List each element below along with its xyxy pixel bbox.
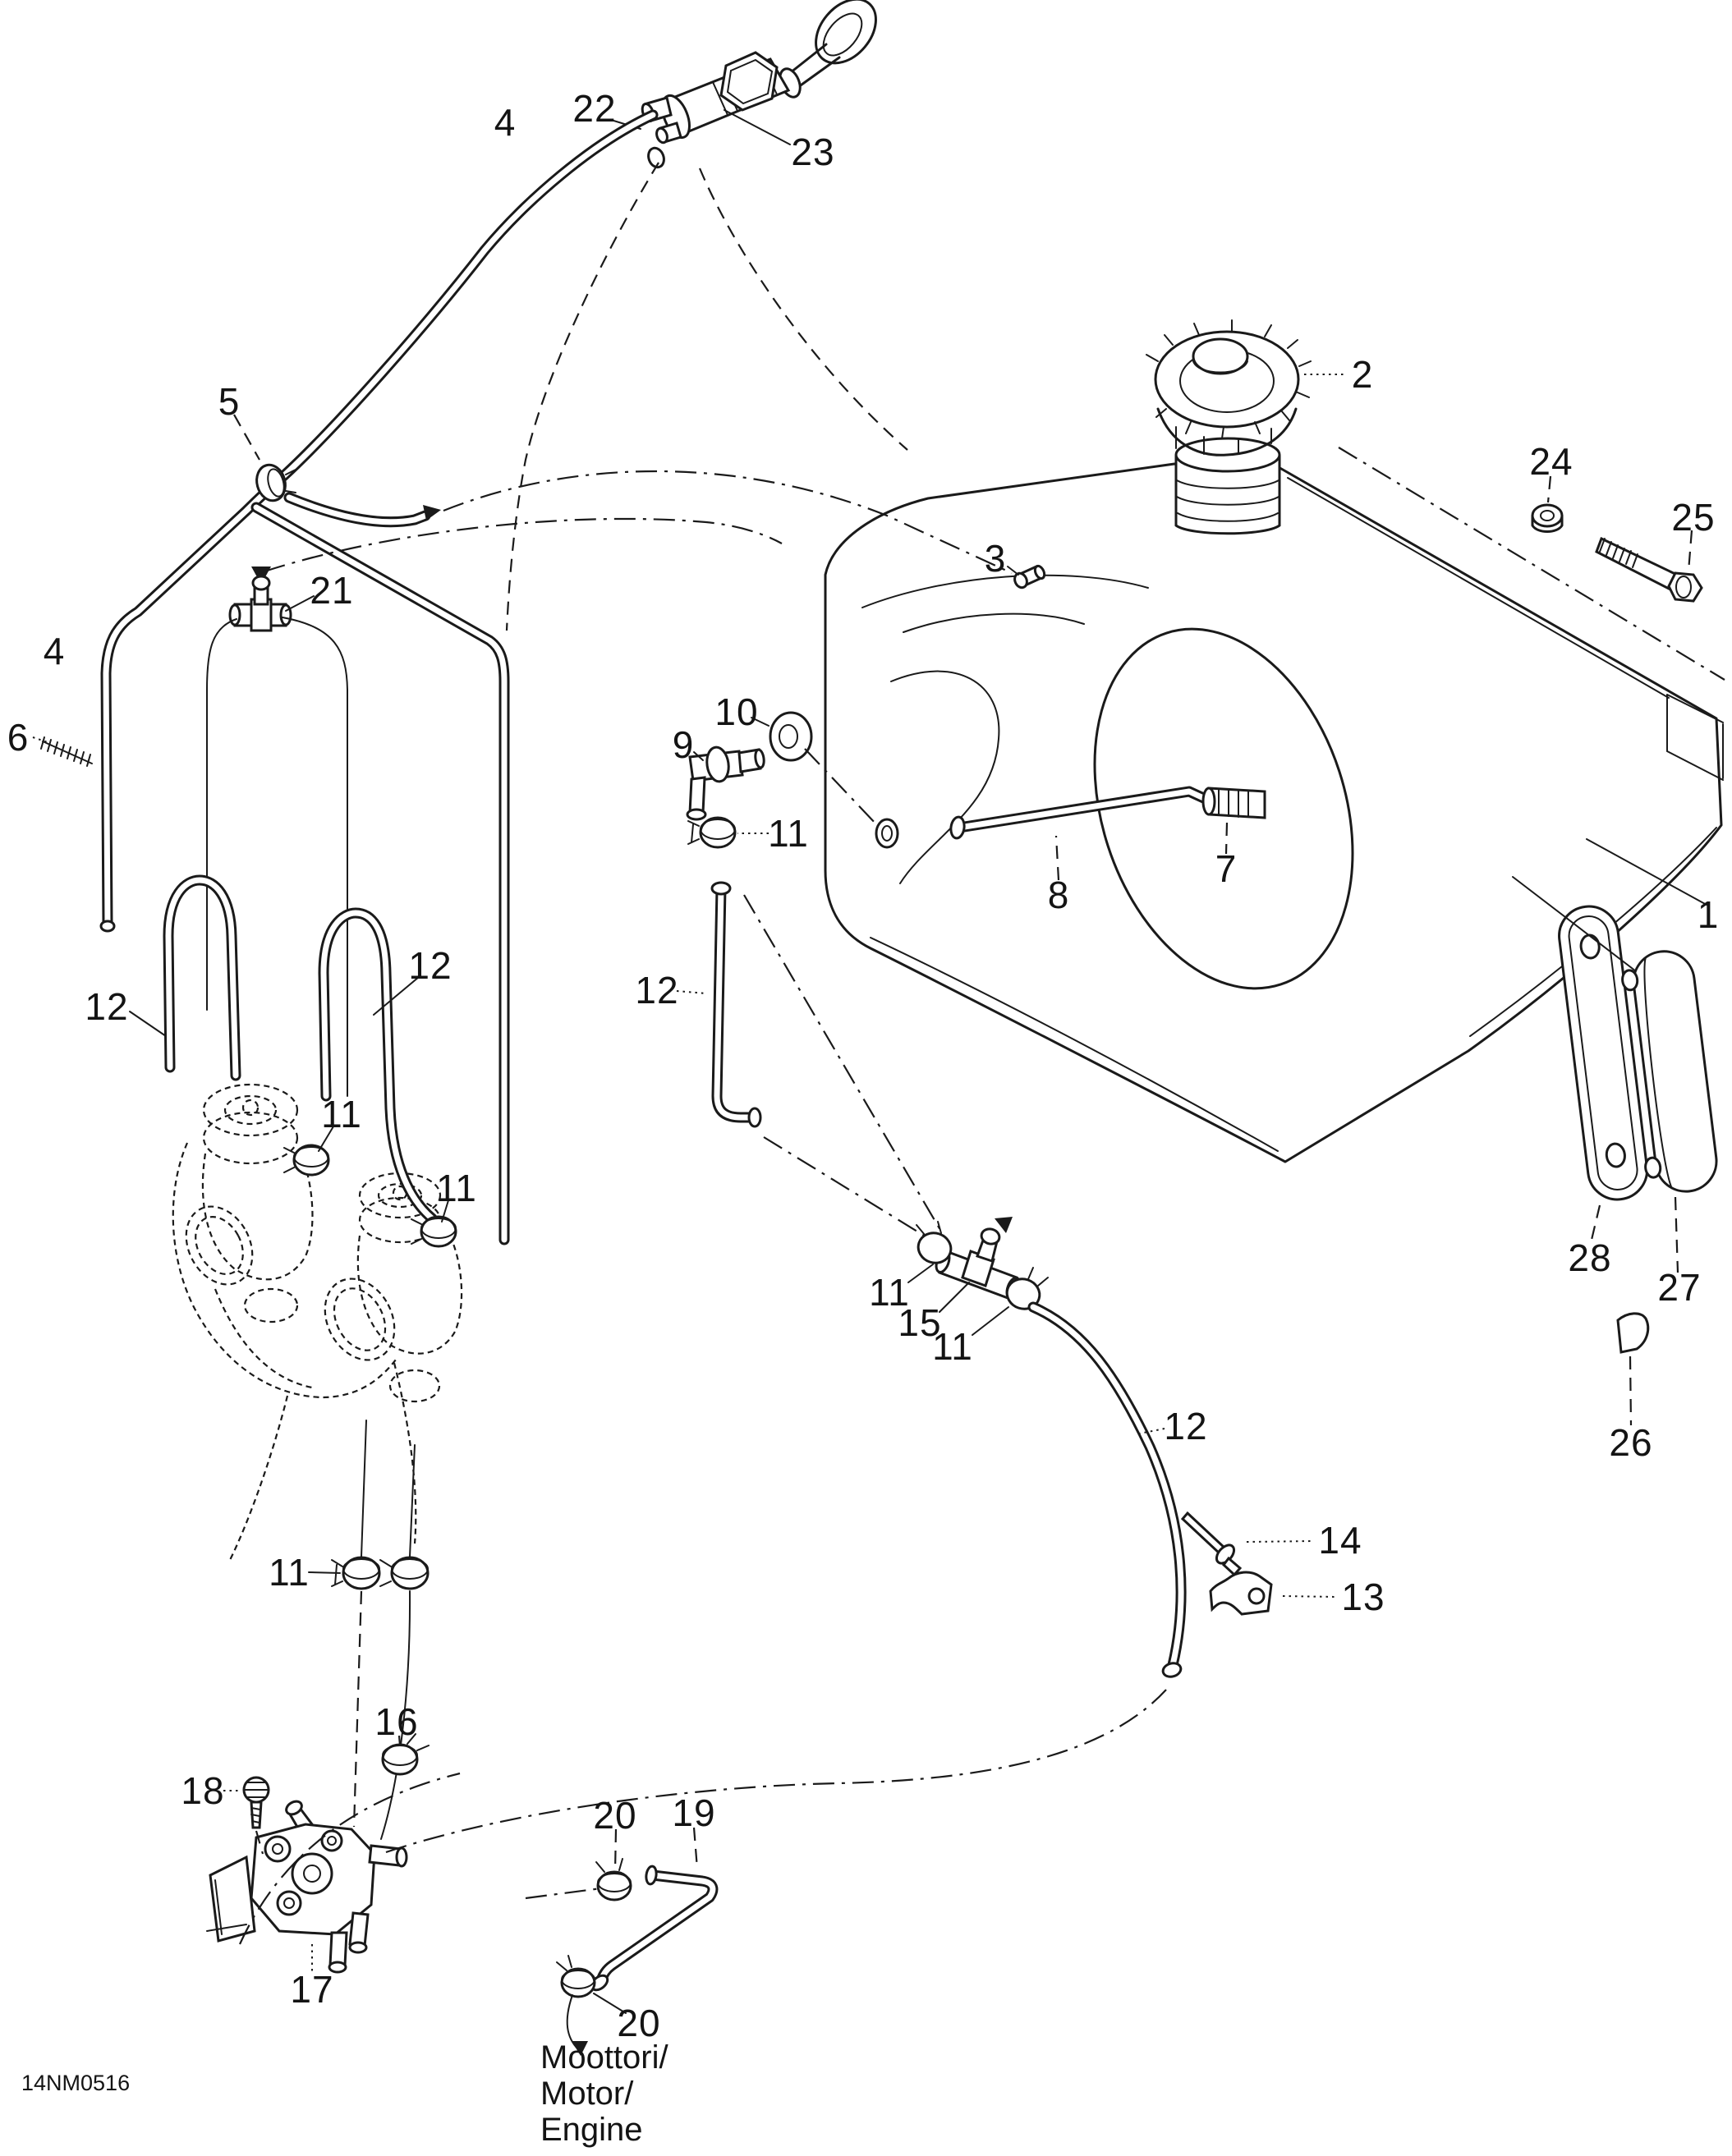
clamp-11-t-right [1005, 1267, 1049, 1310]
callout-28: 28 [1568, 1236, 1612, 1279]
engine-note: Moottori/ Motor/ Engine [540, 2039, 668, 2148]
primer-pump [610, 0, 877, 169]
clip-26 [1616, 1312, 1650, 1426]
leader-27-pin [1512, 876, 1640, 975]
elbow-fitting-9 [686, 745, 765, 821]
clamp-20-bottom [556, 1955, 596, 1998]
nut-24 [1531, 475, 1564, 533]
callout-16: 16 [374, 1700, 419, 1743]
middle-hose-12 [676, 881, 762, 1128]
callout-24: 24 [1529, 440, 1574, 483]
pad-27 [1621, 950, 1718, 1193]
callout-13: 13 [1341, 1576, 1385, 1618]
clamp-11-t-left [916, 1221, 953, 1264]
callout-11-carb-mid: 11 [321, 1093, 362, 1135]
callout-19: 19 [672, 1791, 716, 1834]
callout-14: 14 [1318, 1519, 1362, 1562]
engine-note-line-1: Moottori/ [540, 2039, 668, 2076]
clamp-16 [381, 1733, 430, 1776]
callout-9: 9 [672, 723, 695, 766]
hose-12-lower [1027, 1301, 1187, 1678]
callout-20-top: 20 [593, 1794, 637, 1837]
vent-tube-4 [99, 109, 659, 1245]
leader-28 [1590, 1204, 1601, 1241]
hose-19 [525, 1827, 719, 2056]
ref-line-hose-to-t-2 [763, 1136, 1001, 1283]
callout-22: 22 [572, 87, 617, 130]
callout-6: 6 [7, 716, 30, 759]
screw-18 [223, 1776, 270, 1855]
leader-27 [1674, 1196, 1679, 1273]
ref-line-hose-to-t [743, 894, 947, 1241]
callout-4-left: 4 [43, 630, 66, 672]
clamp-11-elbow [687, 816, 769, 849]
clip-5 [233, 414, 296, 502]
callout-27: 27 [1657, 1266, 1702, 1309]
engine-note-line-3: Engine [540, 2112, 643, 2148]
callout-12-left: 12 [85, 985, 129, 1028]
clamp-11-carb-right [411, 1200, 457, 1248]
callout-11-elbow: 11 [768, 812, 809, 855]
callout-10: 10 [714, 690, 759, 733]
callout-25: 25 [1671, 496, 1716, 539]
callout-5: 5 [218, 380, 241, 423]
clamp-11-carb-mid [283, 1126, 334, 1177]
bolt-25 [1595, 530, 1703, 603]
callout-8: 8 [1047, 874, 1070, 916]
callout-1: 1 [1697, 893, 1720, 936]
diagram-code: 14NM0516 [21, 2071, 131, 2095]
callout-23: 23 [791, 131, 835, 173]
u-hose-12-right [318, 907, 438, 1224]
callout-12-right-top: 12 [408, 944, 453, 987]
callout-11-pump: 11 [269, 1551, 310, 1594]
callout-11-t-left: 11 [869, 1271, 910, 1314]
callout-4-top: 4 [494, 101, 517, 144]
u-hose-12-left [129, 874, 241, 1081]
fuel-cap [1146, 319, 1345, 456]
callout-11-carb-right: 11 [436, 1167, 477, 1209]
t-fitting-21 [206, 517, 783, 1097]
grommet-10 [751, 711, 878, 826]
callout-12-lower: 12 [1164, 1405, 1208, 1447]
clamp-13 [1209, 1571, 1338, 1616]
callout-2: 2 [1351, 353, 1374, 396]
clamps-11-pump [308, 1420, 430, 1840]
bracket-28 [1558, 905, 1649, 1201]
callout-11-t-right: 11 [932, 1325, 973, 1368]
callout-18: 18 [181, 1769, 225, 1812]
engine-routing-lines [238, 1689, 1167, 1945]
callout-3: 3 [984, 537, 1007, 580]
fuel-tank [443, 162, 1725, 1163]
callout-20-bottom: 20 [617, 2002, 661, 2044]
spring-6 [32, 736, 93, 767]
callout-12-middle: 12 [635, 969, 679, 1011]
clamp-20-top [595, 1858, 632, 1901]
callout-21: 21 [310, 569, 354, 612]
callout-15: 15 [898, 1301, 942, 1344]
t-fitting-15 [907, 1217, 1049, 1336]
callout-7: 7 [1215, 847, 1238, 890]
fuel-pump-17 [206, 1800, 408, 1974]
engine-note-line-2: Motor/ [540, 2076, 634, 2112]
callout-26: 26 [1609, 1421, 1653, 1464]
callout-17: 17 [290, 1968, 334, 2011]
